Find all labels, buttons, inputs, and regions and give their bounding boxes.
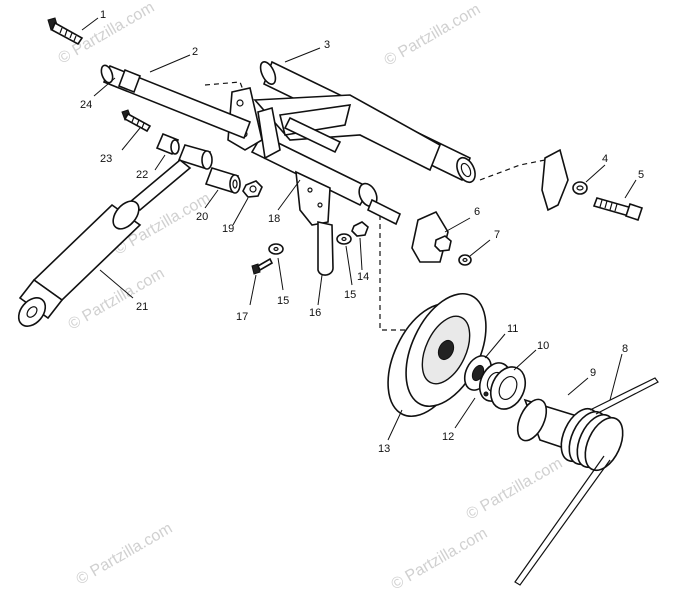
- callout-1: 1: [100, 9, 106, 21]
- part-19-nut: [242, 180, 263, 198]
- part-14-nut: [351, 221, 369, 237]
- callout-24: 24: [80, 99, 92, 111]
- callout-17: 17: [236, 311, 248, 323]
- callout-23: 23: [100, 153, 112, 165]
- callout-18: 18: [268, 213, 280, 225]
- part-17-bolt: [251, 257, 274, 275]
- watermark: © Partzilla.com: [382, 1, 484, 70]
- assembly-lines: [204, 81, 556, 331]
- part-15-washer: [268, 243, 284, 255]
- part-5-bolt: [592, 197, 644, 222]
- callout-10: 10: [537, 340, 549, 352]
- watermark: © Partzilla.com: [74, 520, 176, 589]
- callout-22: 22: [136, 169, 148, 181]
- leader-lines: [81, 17, 637, 441]
- part-10-spacer: [489, 366, 527, 410]
- part-20-bushing: [177, 144, 241, 194]
- callout-9: 9: [590, 367, 596, 379]
- callout-14: 14: [357, 271, 369, 283]
- part-2-shaft: [100, 64, 252, 140]
- callout-11: 11: [507, 323, 518, 335]
- part-23-bolt: [121, 109, 152, 133]
- part-8-rod: [514, 377, 659, 586]
- callout-16: 16: [309, 307, 321, 319]
- part-22-bushing: [155, 132, 180, 156]
- part-9-spring: [516, 398, 624, 472]
- callout-15b: 15: [344, 289, 356, 301]
- watermark: © Partzilla.com: [389, 525, 491, 594]
- callout-3: 3: [324, 39, 330, 51]
- callouts: 1 2 3 4 5 6 7 8 9 10 11 12 13 14 15 15 1…: [80, 9, 644, 455]
- callout-21: 21: [136, 301, 148, 313]
- callout-8: 8: [622, 343, 628, 355]
- callout-2: 2: [192, 46, 198, 58]
- callout-4: 4: [602, 153, 608, 165]
- callout-19: 19: [222, 223, 234, 235]
- main-frame: [227, 87, 442, 226]
- callout-7: 7: [494, 229, 500, 241]
- callout-5: 5: [638, 169, 644, 181]
- part-1-bolt: [47, 17, 84, 46]
- part-15-washer: [336, 233, 352, 245]
- part-4-washer: [572, 181, 588, 195]
- part-16-strap: [317, 221, 334, 276]
- part-21-shock: [17, 158, 192, 327]
- part-13-wheel: [387, 292, 487, 418]
- watermark: © Partzilla.com: [464, 455, 566, 524]
- callout-20: 20: [196, 211, 208, 223]
- callout-15: 15: [277, 295, 289, 307]
- part-7-washer: [458, 254, 472, 266]
- callout-13: 13: [378, 443, 390, 455]
- part-6-block: [411, 210, 452, 263]
- callout-6: 6: [474, 206, 480, 218]
- right-bracket: [541, 148, 569, 212]
- callout-12: 12: [442, 431, 454, 443]
